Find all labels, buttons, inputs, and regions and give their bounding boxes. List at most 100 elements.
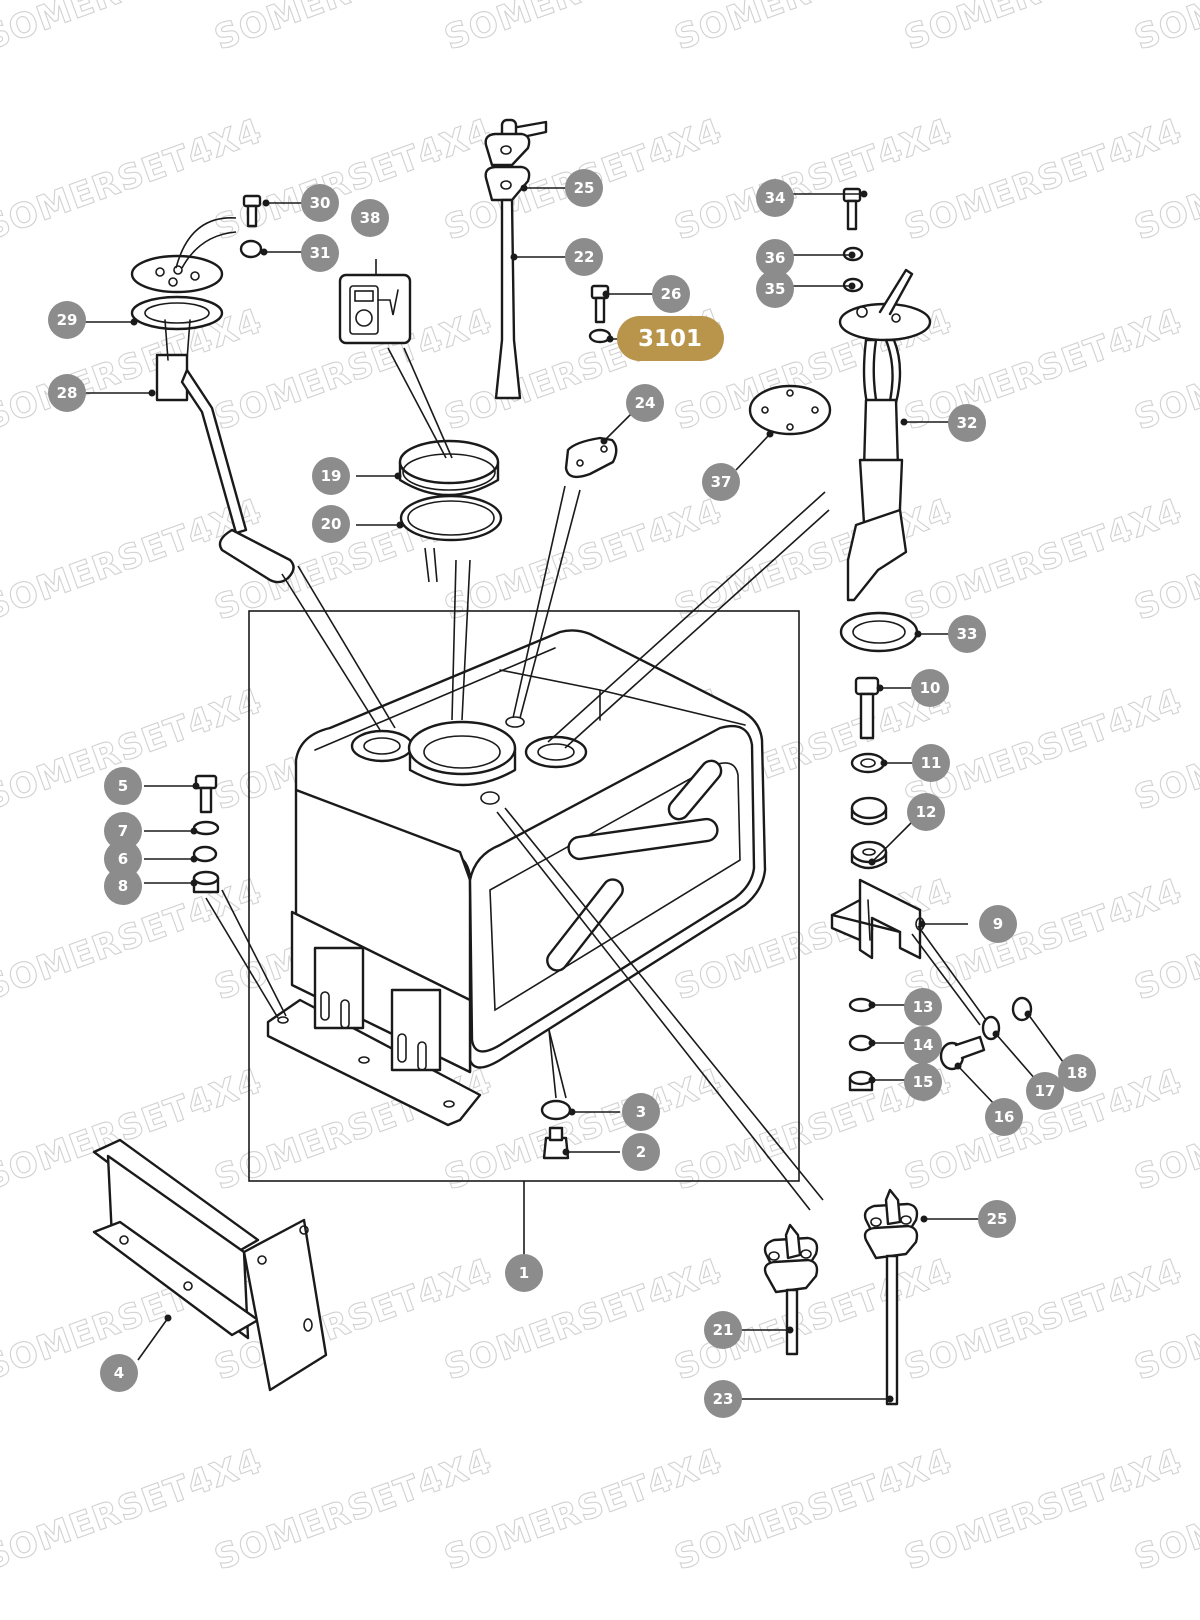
callout-36[interactable]: 36 [756,239,794,277]
bolt-26[interactable] [590,284,610,324]
callout-10[interactable]: 10 [911,669,949,707]
callout-4[interactable]: 4 [100,1354,138,1392]
filler-seal-20[interactable] [399,494,503,542]
callout-26[interactable]: 26 [652,275,690,313]
mounting-bracket-9[interactable] [830,878,925,960]
nut-8[interactable] [192,870,220,894]
callout-label: 38 [360,209,381,227]
callout-25-top[interactable]: 25 [565,169,603,207]
rubber-mount-12[interactable] [850,796,888,870]
callout-14[interactable]: 14 [904,1026,942,1064]
cover-plate-24[interactable] [564,436,618,479]
spring-washer-6[interactable] [192,845,218,863]
screw-34[interactable] [842,187,862,231]
callout-19[interactable]: 19 [312,457,350,495]
callout-label: 16 [994,1108,1015,1126]
callout-2[interactable]: 2 [622,1133,660,1171]
bolt-16[interactable] [939,1035,986,1071]
washer-11[interactable] [850,752,886,774]
callout-label: 11 [921,754,942,772]
callout-label: 36 [765,249,786,267]
watermark-text: SOMERSET4X4 [1129,0,1200,58]
callout-31[interactable]: 31 [301,234,339,272]
callout-label: 8 [118,877,128,895]
callout-label: 1 [519,1264,529,1282]
callout-5[interactable]: 5 [104,767,142,805]
callout-13[interactable]: 13 [904,988,942,1026]
callout-label: 20 [321,515,342,533]
callout-9[interactable]: 9 [979,905,1017,943]
callout-3[interactable]: 3 [622,1093,660,1131]
callout-28[interactable]: 28 [48,374,86,412]
callout-30[interactable]: 30 [301,184,339,222]
callout-25-bottom[interactable]: 25 [978,1200,1016,1238]
reference-badge[interactable]: 3101 [617,316,724,361]
callout-15[interactable]: 15 [904,1063,942,1101]
callout-35[interactable]: 35 [756,270,794,308]
pump-seal-33[interactable] [839,611,919,653]
callout-label: 26 [661,285,682,303]
callout-22[interactable]: 22 [565,238,603,276]
callout-1[interactable]: 1 [505,1254,543,1292]
callout-label: 3 [636,1103,646,1121]
callout-12[interactable]: 12 [907,793,945,831]
bolt-5[interactable] [194,774,218,814]
callout-38[interactable]: 38 [351,199,389,237]
screw-30[interactable] [242,194,262,228]
callout-label: 35 [765,280,786,298]
callout-label: 23 [713,1390,734,1408]
callout-label: 13 [913,998,934,1016]
drain-plug-2[interactable] [542,1126,570,1160]
callout-label: 7 [118,822,128,840]
callout-label: 24 [635,394,656,412]
breather-pipe-22[interactable] [484,118,548,400]
drain-plug-washer-3[interactable] [540,1099,572,1121]
callout-label: 17 [1035,1082,1056,1100]
callout-32[interactable]: 32 [948,404,986,442]
callout-label: 30 [310,194,331,212]
callout-label: 25 [574,179,595,197]
callout-17[interactable]: 17 [1026,1072,1064,1110]
reference-badge-label: 3101 [638,326,702,352]
leader-dots [130,184,1032,1403]
callout-label: 19 [321,467,342,485]
fuel-pump-32[interactable] [838,268,932,602]
callout-label: 6 [118,850,128,868]
filler-cap-19[interactable] [398,439,500,497]
fuel-gauge-sender[interactable] [130,254,295,584]
callout-34[interactable]: 34 [756,179,794,217]
callout-37[interactable]: 37 [702,463,740,501]
callout-badges: 1 2 3 4 5 6 7 8 9 10 11 12 13 14 15 16 1… [48,169,1096,1418]
callout-33[interactable]: 33 [948,615,986,653]
callout-label: 10 [920,679,941,697]
callout-29[interactable]: 29 [48,301,86,339]
washer-7[interactable] [192,820,220,836]
callout-label: 4 [114,1364,124,1382]
nut-31[interactable] [239,239,263,259]
callout-label: 32 [957,414,978,432]
pipe-23[interactable] [863,1188,919,1406]
fuel-tank[interactable] [266,629,767,1127]
callout-label: 9 [993,915,1003,933]
pump-cover-plate-37[interactable] [748,384,832,436]
callout-label: 37 [711,473,732,491]
callout-label: 22 [574,248,595,266]
callout-21[interactable]: 21 [704,1311,742,1349]
callout-label: 2 [636,1143,646,1161]
callout-6[interactable]: 6 [104,840,142,878]
callout-label: 34 [765,189,786,207]
callout-11[interactable]: 11 [912,744,950,782]
callout-7[interactable]: 7 [104,812,142,850]
callout-23[interactable]: 23 [704,1380,742,1418]
callout-8[interactable]: 8 [104,867,142,905]
callout-label: 14 [913,1036,934,1054]
callout-label: 12 [916,803,937,821]
callout-18[interactable]: 18 [1058,1054,1096,1092]
callout-label: 29 [57,311,78,329]
pipe-21[interactable] [763,1223,819,1356]
callout-16[interactable]: 16 [985,1098,1023,1136]
callout-20[interactable]: 20 [312,505,350,543]
tank-cradle-bracket[interactable] [92,1138,328,1392]
callout-24[interactable]: 24 [626,384,664,422]
